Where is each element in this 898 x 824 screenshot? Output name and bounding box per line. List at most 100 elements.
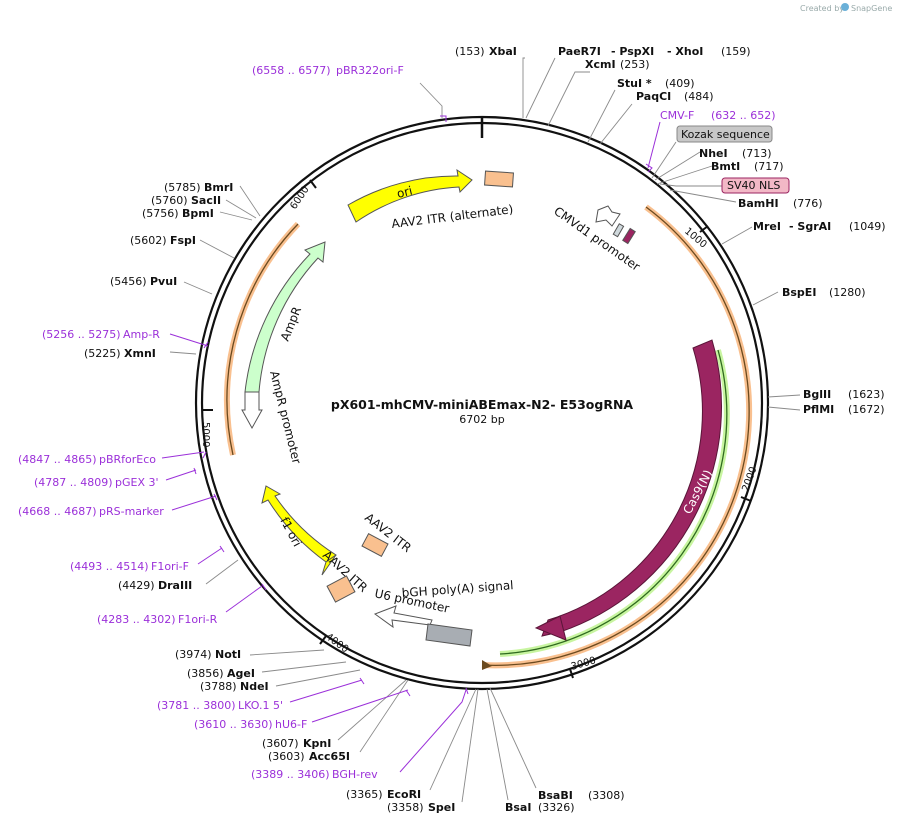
site-draiii[interactable]: DraIII <box>158 579 192 592</box>
leader-bpmi <box>219 211 253 221</box>
feature-label-ori: ori <box>395 184 414 201</box>
tick-mark-4000 <box>319 635 327 645</box>
leader-agei <box>261 661 347 673</box>
primer-pgex-range: (4787 .. 4809) <box>34 476 113 489</box>
site-sgrai[interactable]: - SgrAI <box>789 220 831 233</box>
ampr-promoter-feature[interactable] <box>241 391 263 430</box>
feature-sv40-nls[interactable]: SV40 NLS <box>727 179 780 192</box>
site-xmni[interactable]: XmnI <box>124 347 156 360</box>
site-spei[interactable]: SpeI <box>428 801 455 814</box>
cmvd1-promoter-feature[interactable] <box>595 205 621 227</box>
kozak-box <box>676 125 773 143</box>
leader-spei <box>461 688 479 803</box>
site-pvui[interactable]: PvuI <box>150 275 177 288</box>
feature-kozak-sequence[interactable]: Kozak sequence <box>681 128 770 141</box>
site-stui-pos: (409) <box>665 77 695 90</box>
site-bmri[interactable]: BmrI <box>204 181 233 194</box>
leader-xcmi <box>547 71 590 127</box>
leader-acc65i <box>359 679 409 753</box>
leader-ecori <box>429 688 477 791</box>
primer-mark-f1ori-r <box>261 583 267 591</box>
primer-pbrforeco[interactable]: pBRforEco <box>99 453 156 466</box>
primer-cmv-f[interactable]: CMV-F <box>660 109 694 122</box>
ampr-feature[interactable] <box>244 241 326 393</box>
site-stui[interactable]: StuI * <box>617 77 652 90</box>
primer-mark-bgh-rev <box>465 687 469 695</box>
site-nhei[interactable]: NheI <box>699 147 728 160</box>
primer-f1ori-r-range: (4283 .. 4302) <box>97 613 176 626</box>
site-sacii-pos: (5760) <box>151 194 188 207</box>
site-acc65i[interactable]: Acc65I <box>309 750 350 763</box>
site-bsai[interactable]: BsaI <box>505 801 531 814</box>
primer-hu6-f[interactable]: hU6-F <box>275 718 307 731</box>
site-paer7i[interactable]: PaeR7I <box>558 45 601 58</box>
primer-amp-r[interactable]: Amp-R <box>123 328 160 341</box>
site-bmri-pos: (5785) <box>164 181 201 194</box>
primer-pbrforeco-range: (4847 .. 4865) <box>18 453 97 466</box>
ori-feature[interactable] <box>347 168 473 223</box>
site-pflmi[interactable]: PflMI <box>803 403 834 416</box>
site-agei[interactable]: AgeI <box>227 667 255 680</box>
site-bamhi[interactable]: BamHI <box>738 197 779 210</box>
primer-lko[interactable]: LKO.1 5' <box>238 699 283 712</box>
site-bsabi[interactable]: BsaBI <box>538 789 573 802</box>
leader-amp-r <box>169 333 209 347</box>
site-bmti[interactable]: BmtI <box>711 160 740 173</box>
site-fspi[interactable]: FspI <box>170 234 196 247</box>
site-pspxi[interactable]: - PspXI <box>611 45 654 58</box>
aav2-itr-alternate-feature[interactable] <box>484 170 514 188</box>
leader-nhei <box>654 151 701 181</box>
primer-prs-range: (4668 .. 4687) <box>18 505 97 518</box>
primer-mark-amp-r <box>203 341 209 349</box>
primer-cmv-f-range: (632 .. 652) <box>711 109 776 122</box>
site-mrei[interactable]: MreI <box>753 220 781 233</box>
site-ecori-pos: (3365) <box>346 788 383 801</box>
site-xbai[interactable]: XbaI <box>489 45 517 58</box>
backbone-outer-strand <box>194 115 770 691</box>
leader-pflmi <box>767 406 801 411</box>
primer-f1ori-r[interactable]: F1ori-R <box>178 613 218 626</box>
feature-arc-cas9-outer <box>481 206 750 666</box>
primer-mark-pbrforeco <box>202 451 207 459</box>
site-xbai-pos: (153) <box>455 45 485 58</box>
site-pvui-pos: (5456) <box>110 275 147 288</box>
tick-label-5000: 5000 <box>200 422 211 447</box>
aav2-itr-feature-1[interactable] <box>326 575 356 603</box>
leader-pbr322ori <box>419 82 443 118</box>
site-bglii[interactable]: BglII <box>803 388 831 401</box>
leader-prs-marker <box>171 495 217 511</box>
f1-ori-feature[interactable] <box>261 485 337 563</box>
site-xcmi[interactable]: XcmI <box>585 58 616 71</box>
site-bmti-pos: (717) <box>754 160 784 173</box>
site-kpni[interactable]: KpnI <box>303 737 331 750</box>
site-noti[interactable]: NotI <box>215 648 241 661</box>
primer-pgex[interactable]: pGEX 3' <box>115 476 159 489</box>
site-xhoi[interactable]: - XhoI <box>667 45 703 58</box>
primer-bgh-rev[interactable]: BGH-rev <box>332 768 378 781</box>
site-bspei[interactable]: BspEI <box>782 286 816 299</box>
credit-brand: SnapGene <box>851 4 892 13</box>
primer-prs[interactable]: pRS-marker <box>99 505 164 518</box>
primer-mark-f1ori-f <box>219 545 225 553</box>
leader-bspei <box>752 291 779 306</box>
primer-pbr322ori[interactable]: pBR322ori-F <box>336 64 404 77</box>
sv40-nls-feature-mark <box>622 227 636 245</box>
site-mrei-pos: (1049) <box>849 220 886 233</box>
primer-mark-lko <box>359 677 365 685</box>
site-ndei[interactable]: NdeI <box>240 680 269 693</box>
snapgene-logo-icon <box>841 3 849 11</box>
feature-arc-left <box>226 223 299 456</box>
u6-promoter-feature[interactable] <box>373 605 433 629</box>
leader-sv40 <box>659 183 722 187</box>
site-xmni-pos: (5225) <box>84 347 121 360</box>
primer-mark-pbr322ori <box>440 115 447 122</box>
site-ndei-pos: (3788) <box>200 680 237 693</box>
site-ecori[interactable]: EcoRI <box>387 788 421 801</box>
site-bpmi[interactable]: BpmI <box>182 207 214 220</box>
site-sacii[interactable]: SacII <box>191 194 221 207</box>
site-paqci[interactable]: PaqCI <box>636 90 671 103</box>
primer-f1ori-f[interactable]: F1ori-F <box>151 560 189 573</box>
bgh-polya-signal-feature[interactable] <box>425 623 473 647</box>
aav2-itr-feature-2[interactable] <box>361 532 389 558</box>
